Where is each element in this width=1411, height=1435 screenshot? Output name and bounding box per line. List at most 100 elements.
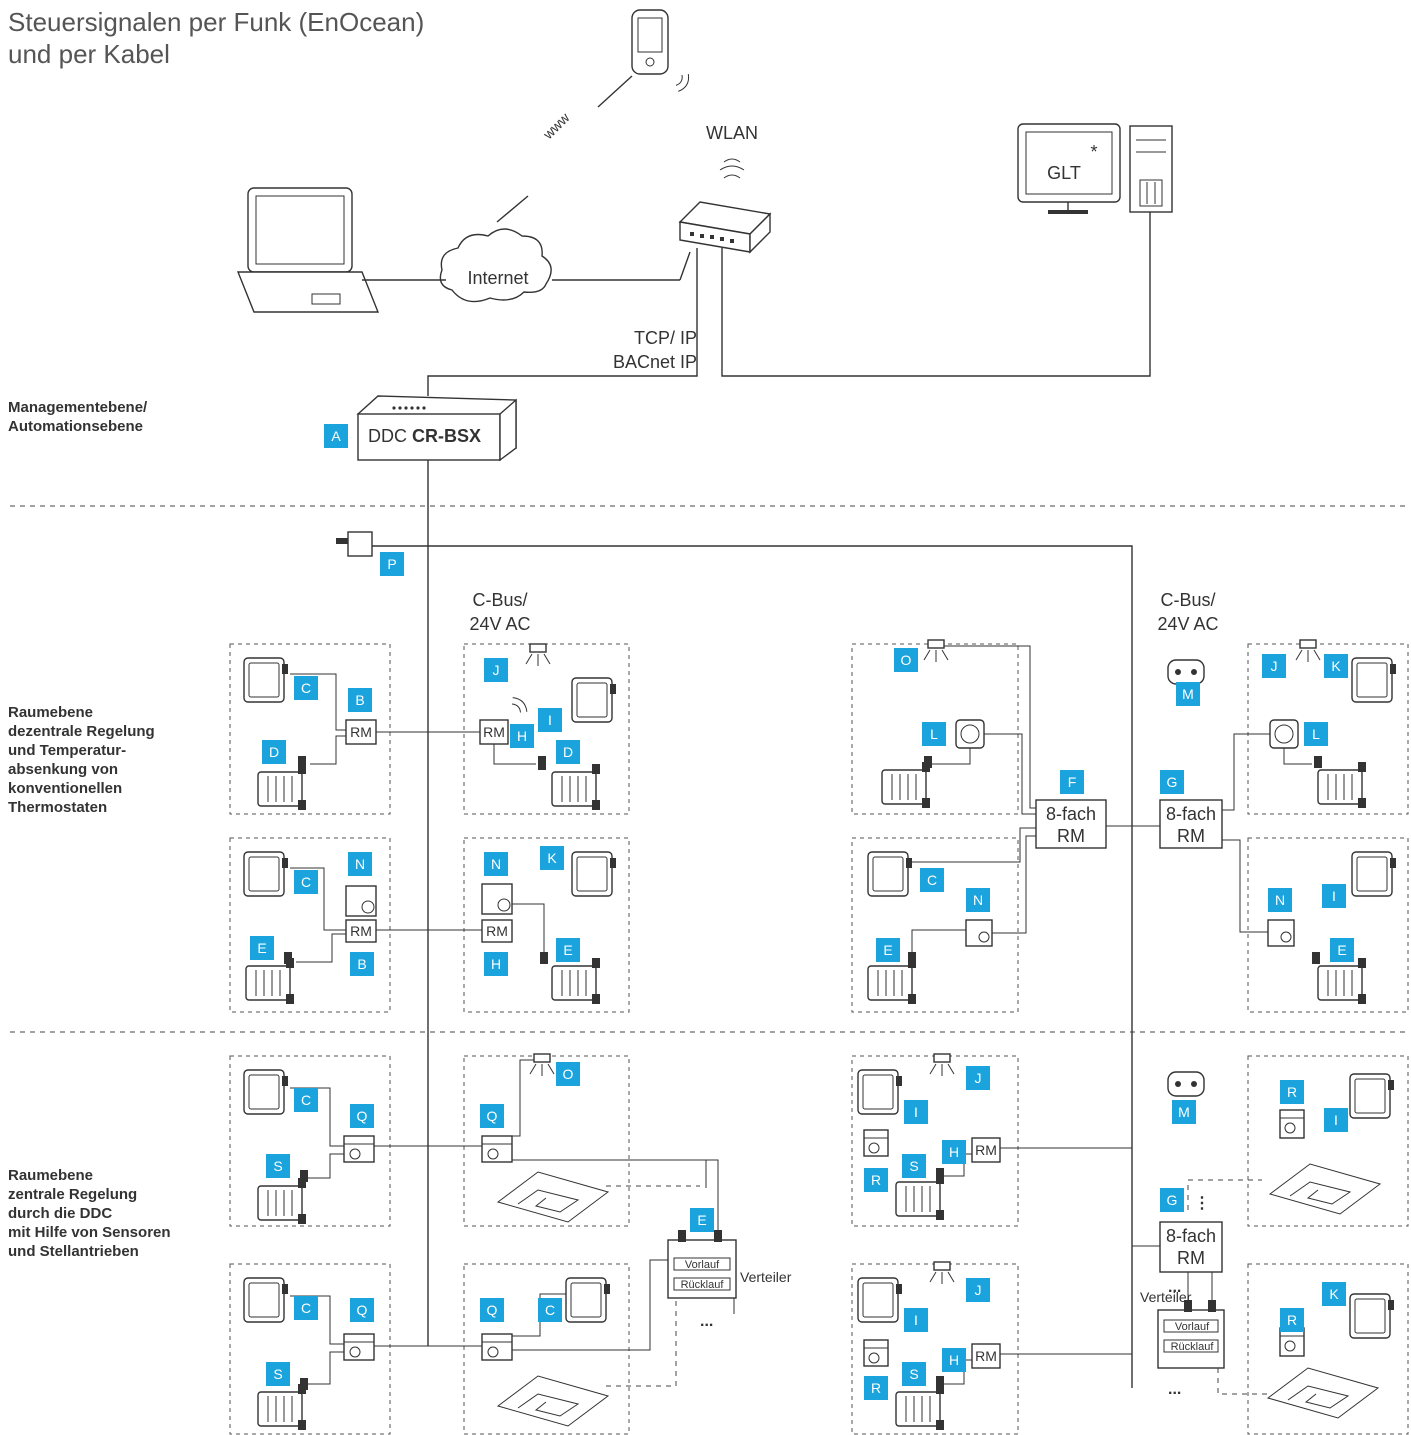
room-operator-unit-r	[1279, 1327, 1305, 1357]
thermostat-icon	[867, 851, 913, 897]
room-module-h	[479, 719, 509, 745]
presence-sensor-icon	[923, 639, 949, 662]
wireless-thermostat-icon	[857, 1277, 903, 1323]
radiator-icon	[895, 1173, 945, 1221]
ddc-controller	[356, 395, 517, 462]
wireless-thermostat-icon	[571, 851, 617, 897]
presence-sensor-icon	[529, 1053, 555, 1076]
svg-text:C: C	[301, 680, 311, 696]
svg-text:8-fach: 8-fach	[1046, 804, 1096, 824]
svg-text:P: P	[387, 556, 396, 572]
svg-text:E: E	[257, 940, 266, 956]
wlan-router-icon	[678, 201, 772, 254]
svg-text:...: ...	[1168, 1381, 1181, 1398]
svg-text:A: A	[331, 428, 341, 444]
actuator-controller-q	[343, 1333, 375, 1361]
svg-text:E: E	[697, 1212, 706, 1228]
svg-text:K: K	[547, 850, 557, 866]
svg-text:M: M	[1178, 1104, 1190, 1120]
presence-sensor-icon	[929, 1053, 955, 1076]
room-operator-unit-r	[863, 1339, 889, 1367]
glt-workstation-icon	[1017, 123, 1173, 214]
link-www-laptop	[496, 195, 529, 223]
svg-text:I: I	[548, 712, 552, 728]
smartphone-icon	[631, 9, 669, 75]
svg-text:RM: RM	[486, 923, 508, 939]
wireless-thermostat-icon	[1349, 1293, 1395, 1339]
badge-a: A	[324, 424, 348, 448]
cbus-trunk-right	[372, 545, 1133, 1388]
svg-text:H: H	[491, 956, 501, 972]
presence-sensor-icon	[525, 643, 551, 666]
diagram-title: Steuersignalen per Funk (EnOcean) und pe…	[8, 6, 424, 70]
svg-text:C: C	[301, 1300, 311, 1316]
presence-sensor-icon	[1295, 639, 1321, 662]
svg-text:E: E	[563, 942, 572, 958]
wireless-thermostat-icon	[1351, 851, 1397, 897]
svg-text:I: I	[914, 1104, 918, 1120]
internet-label: Internet	[467, 268, 528, 288]
svg-text:N: N	[491, 856, 501, 872]
radiator-icon	[257, 1177, 307, 1225]
repeater-icon	[1167, 1071, 1205, 1097]
svg-text:C: C	[301, 874, 311, 890]
svg-text:B: B	[355, 692, 364, 708]
link-phone-www	[597, 75, 633, 108]
title-line-2: und per Kabel	[8, 39, 170, 69]
svg-text:RM: RM	[1177, 826, 1205, 846]
svg-text:RM: RM	[975, 1348, 997, 1364]
radiator-icon	[257, 1383, 307, 1431]
cbus-label-left-2: 24V AC	[469, 614, 530, 634]
radiator-icon	[257, 763, 307, 811]
svg-text:Q: Q	[487, 1108, 498, 1124]
radiator-icon	[881, 761, 931, 809]
svg-text:I: I	[1334, 1112, 1338, 1128]
cbus-label-left-1: C-Bus/	[472, 590, 527, 610]
cbus-label-right-1: C-Bus/	[1160, 590, 1215, 610]
room-sensor-n	[965, 919, 993, 947]
svg-text:RM: RM	[483, 724, 505, 740]
svg-text:I: I	[914, 1312, 918, 1328]
wlan-signal-icon	[719, 158, 745, 179]
svg-text:G: G	[1167, 774, 1178, 790]
thermostat-icon	[243, 1069, 289, 1115]
svg-text:Q: Q	[357, 1302, 368, 1318]
badges: A P C B D J I H D C N E B N K E H O L F …	[250, 424, 1354, 1400]
svg-text:K: K	[1329, 1286, 1339, 1302]
wlan-label: WLAN	[706, 123, 758, 143]
glt-footnote-mark: *	[1090, 142, 1097, 162]
svg-text:J: J	[975, 1282, 982, 1298]
underfloor-heating-icon	[1269, 1163, 1381, 1215]
room-operator-unit-r	[1279, 1109, 1305, 1139]
svg-text:H: H	[949, 1144, 959, 1160]
room-module-h	[971, 1343, 1001, 1369]
laptop-icon	[236, 187, 380, 313]
svg-text:J: J	[1271, 658, 1278, 674]
presence-sensor-icon	[929, 1261, 955, 1284]
wireless-signal-icon	[673, 71, 693, 94]
svg-text:RM: RM	[350, 923, 372, 939]
actuator-controller-q	[343, 1135, 375, 1163]
svg-text:B: B	[357, 956, 366, 972]
svg-text:C: C	[301, 1092, 311, 1108]
thermostat-icon	[243, 1277, 289, 1323]
wireless-thermostat-icon	[571, 677, 617, 723]
internet-cloud-icon	[439, 228, 552, 303]
svg-text:R: R	[1287, 1312, 1297, 1328]
ruecklauf-label: Rücklauf	[681, 1279, 725, 1291]
radiator-icon	[551, 763, 601, 811]
label-management-level: Managementebene/ Automationsebene	[8, 399, 148, 435]
verteiler-label: Verteiler	[740, 1269, 792, 1285]
vdots-label: ⋮	[1194, 1195, 1210, 1212]
actuator-controller-q	[481, 1333, 513, 1361]
svg-text:N: N	[1275, 892, 1285, 908]
label-central-level: Raumebene zentrale Regelung durch die DD…	[8, 1167, 171, 1260]
svg-text:G: G	[1167, 1192, 1178, 1208]
title-line-1: Steuersignalen per Funk (EnOcean)	[8, 7, 425, 37]
svg-text:N: N	[355, 856, 365, 872]
room-module-b	[345, 719, 377, 745]
svg-text:RM: RM	[1057, 826, 1085, 846]
tcp-ip-label: TCP/ IP	[634, 328, 697, 348]
svg-text:Verteiler: Verteiler	[1140, 1289, 1192, 1305]
